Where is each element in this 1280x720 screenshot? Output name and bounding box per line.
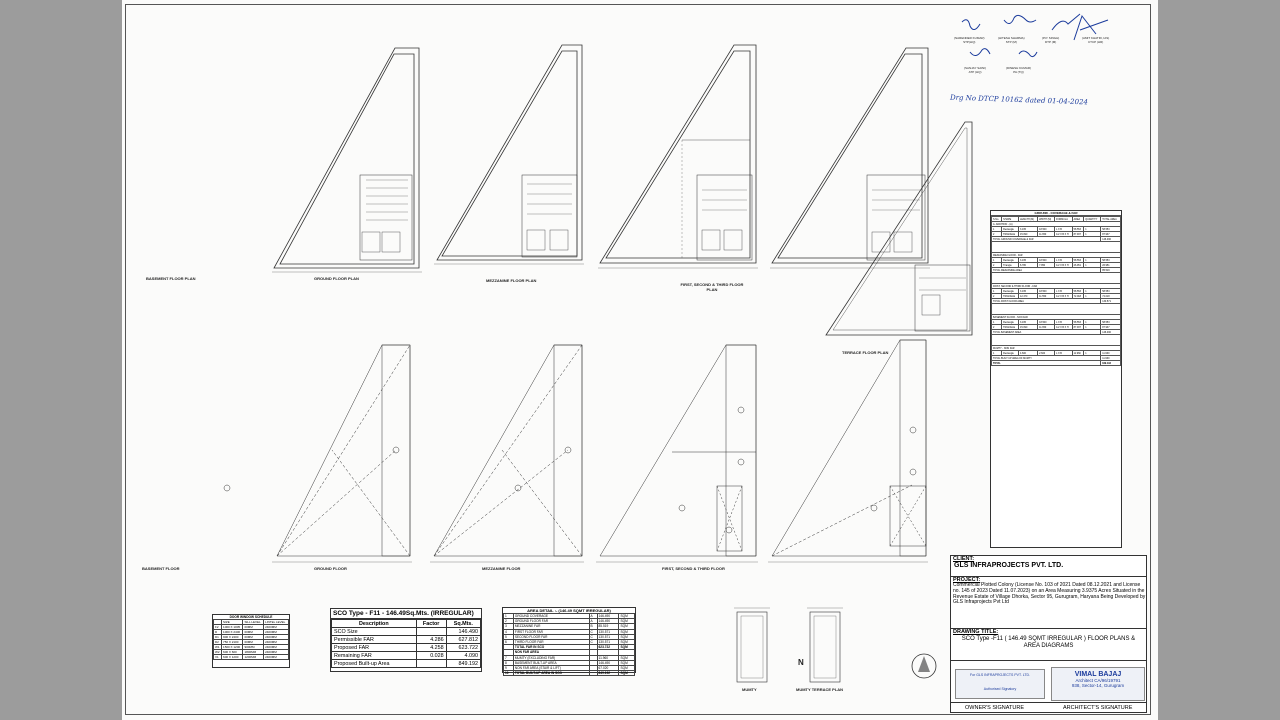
terrace-floor-plan-outline [825, 121, 973, 336]
first-floor-plan-outline [771, 47, 929, 264]
diagram-label-first: FIRST, SECOND & THIRD FLOOR [662, 566, 725, 571]
window-schedule-title: DOOR WINDOW SCHEDULE [229, 615, 273, 619]
area-detail-table: AREA DETAIL :- (146.49 SQMT IRREGULAR) 1… [502, 607, 636, 677]
signature-2: (HITESH SHARMA)STP (M) [998, 36, 1025, 44]
plan-label-ground: GROUND FLOOR PLAN [314, 276, 359, 281]
basement-area-diagram [223, 344, 412, 563]
diagram-label-basement: BASEMENT FLOOR [142, 566, 180, 571]
sco-summary-table: SCO Type - F11 - 146.49Sq.Mts. (IRREGULA… [330, 608, 482, 672]
architect-stamp: VIMAL BAJAJ Architect CA/96/19791 938, S… [1051, 667, 1145, 701]
sco-table-title: SCO Type - F11 - 146.49Sq.Mts. (IRREGULA… [331, 609, 481, 619]
first-floor-area-diagram [768, 339, 928, 563]
mezzanine-area-diagram [596, 344, 758, 563]
client-label: CLIENT: [953, 556, 975, 562]
plan-label-first: FIRST, SECOND & THIRD FLOOR PLAN [680, 282, 744, 292]
owner-stamp: For GLS INFRAPROJECTS PVT. LTD. Authoris… [955, 669, 1045, 699]
signature-5: (SANJAY SAINI)ATP (HQ) [964, 66, 987, 74]
owner-signature-label: OWNER'S SIGNATURE [965, 705, 1025, 711]
ground-floor-plan-outline [436, 44, 583, 261]
drawing-title-label: DRAWING TITLE: [953, 629, 999, 635]
mezzanine-floor-plan-outline [599, 44, 757, 264]
signature-6: (DINESH KUMAR)PA (TQ) [1006, 66, 1032, 74]
drawing-title-section: DRAWING TITLE: SCO Type -F11 ( 146.49 SQ… [951, 628, 1146, 660]
coverage-table-title: GROUND - COVERAGE & FAR [991, 211, 1121, 216]
diagram-label-ground: GROUND FLOOR [314, 566, 347, 571]
drawing-title: SCO Type -F11 ( 146.49 SQMT IRREGULAR ) … [961, 636, 1136, 649]
plan-label-mezzanine: MEZZANINE FLOOR PLAN [486, 278, 537, 283]
basement-floor-plan-outline [273, 47, 420, 269]
north-label: N [798, 658, 804, 667]
architect-signature-label: ARCHITECT'S SIGNATURE [1063, 705, 1133, 711]
mumty-label: MUMTY [742, 687, 757, 692]
ground-area-diagram [430, 344, 584, 563]
project-description: Commercial Plotted Colony (License No. 1… [953, 582, 1146, 606]
project-section: PROJECT: Commercial Plotted Colony (Lice… [951, 576, 1146, 628]
signature-4: (AMIT KHATRI, IAS)CTCP (HR) [1082, 36, 1110, 44]
sheet-border [125, 4, 1151, 715]
title-block: CLIENT: GLS INFRAPROJECTS PVT. LTD. PROJ… [950, 555, 1147, 713]
plan-label-basement: BASEMENT FLOOR PLAN [146, 276, 196, 281]
signature-1: (NARENDER KUMAR)STP(HQ) [954, 36, 985, 44]
signature-scribbles [961, 13, 1109, 58]
north-arrow [911, 653, 937, 679]
client-section: CLIENT: GLS INFRAPROJECTS PVT. LTD. [951, 556, 1146, 576]
diagram-label-mezzanine: MEZZANINE FLOOR [482, 566, 521, 571]
plan-label-terrace: TERRACE FLOOR PLAN [842, 350, 889, 355]
mumty-terrace-label: MUMTY TERRACE PLAN [796, 687, 844, 692]
signature-3: (P.P. SINGH)DTP (M) [1042, 36, 1060, 44]
client-name: GLS INFRAPROJECTS PVT. LTD. [954, 562, 1064, 569]
area-detail-title: AREA DETAIL :- (146.49 SQMT IRREGULAR) [527, 608, 611, 613]
floor-plan-drawings [223, 13, 1109, 683]
signature-labels: OWNER'S SIGNATURE ARCHITECT'S SIGNATURE [951, 702, 1146, 714]
drawing-sheet: BASEMENT FLOOR PLAN GROUND FLOOR PLAN ME… [122, 0, 1158, 720]
mumty-plans [734, 607, 843, 683]
signature-section: For GLS INFRAPROJECTS PVT. LTD. Authoris… [951, 660, 1146, 702]
project-label: PROJECT: [953, 577, 981, 583]
